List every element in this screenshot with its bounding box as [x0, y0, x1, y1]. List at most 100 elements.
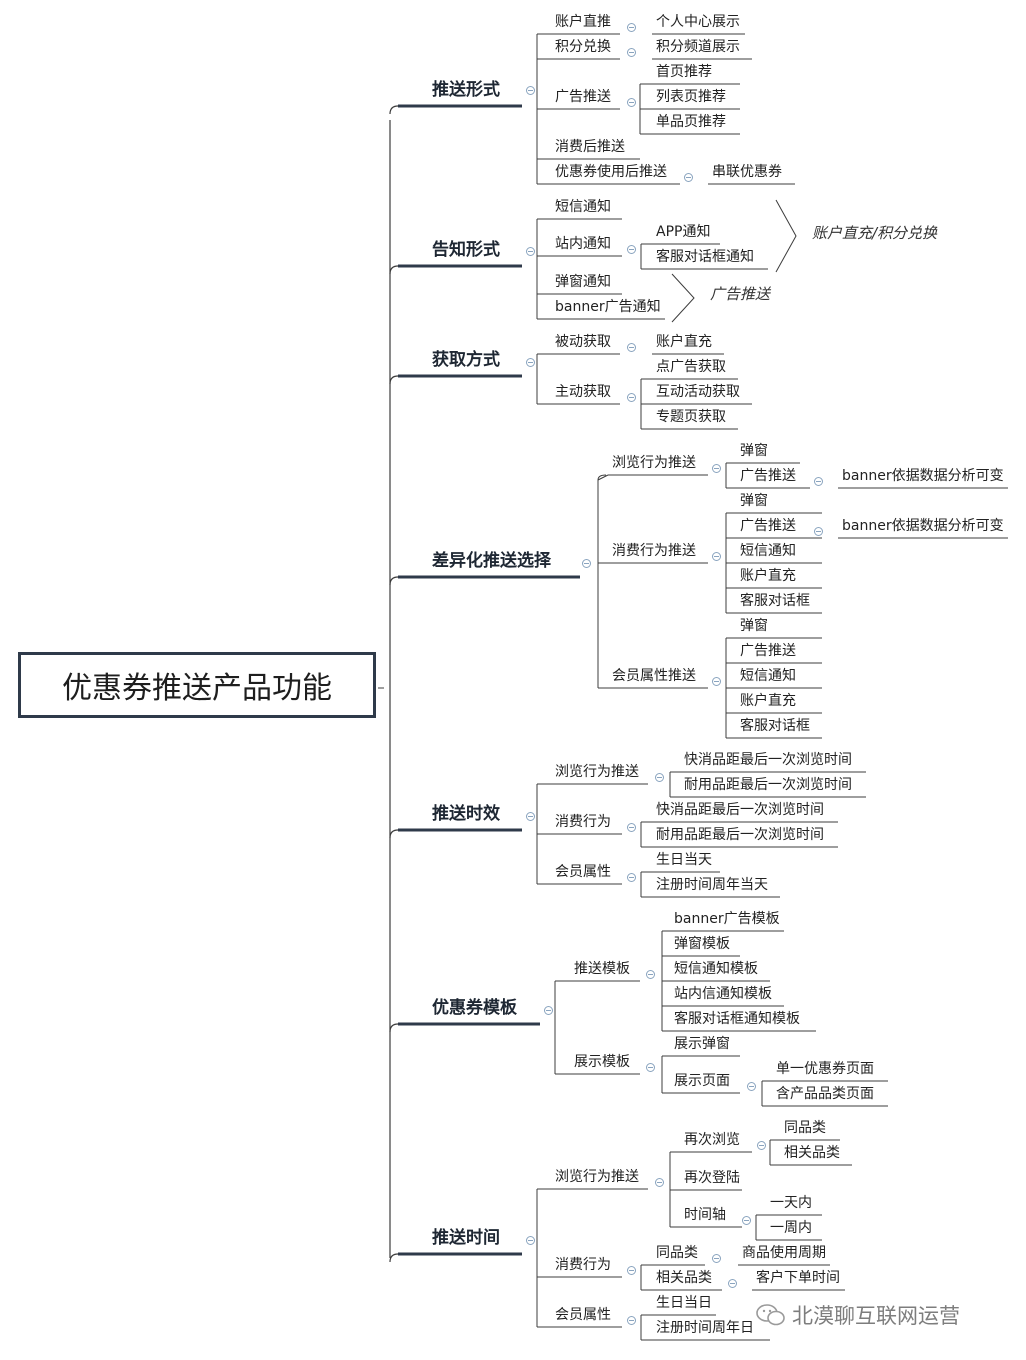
- s0-item-3[interactable]: 消费后推送: [555, 139, 625, 155]
- collapse-icon[interactable]: [813, 476, 823, 486]
- s5-g1-gc1[interactable]: 含产品品类页面: [776, 1086, 874, 1102]
- collapse-icon[interactable]: [525, 246, 535, 256]
- s1-note-1[interactable]: 广告推送: [710, 285, 771, 303]
- collapse-icon[interactable]: [711, 1253, 721, 1263]
- collapse-icon[interactable]: [525, 357, 535, 367]
- s3-g0-c0[interactable]: 弹窗: [740, 443, 768, 459]
- s6-g2-c0[interactable]: 生日当日: [656, 1295, 712, 1311]
- collapse-icon[interactable]: [756, 1140, 766, 1150]
- s3-g1-c3[interactable]: 账户直充: [740, 568, 796, 584]
- s4-item-1[interactable]: 消费行为: [555, 814, 611, 830]
- s2-item-1-child-2[interactable]: 专题页获取: [656, 409, 726, 425]
- collapse-icon[interactable]: [626, 342, 636, 352]
- collapse-icon[interactable]: [581, 558, 591, 568]
- s4-g1-c0[interactable]: 快消品距最后一次浏览时间: [656, 802, 824, 818]
- s0-item-4-child[interactable]: 串联优惠券: [712, 164, 782, 180]
- s6-g0-c2[interactable]: 时间轴: [684, 1207, 726, 1223]
- s0-item-1-child[interactable]: 积分频道展示: [656, 39, 740, 55]
- section-title-0[interactable]: 推送形式: [432, 80, 500, 100]
- s3-g0-gc[interactable]: banner依据数据分析可变: [842, 468, 1004, 484]
- s5-item-0[interactable]: 推送模板: [574, 961, 630, 977]
- collapse-icon[interactable]: [711, 463, 721, 473]
- s5-g1-c1[interactable]: 展示页面: [674, 1073, 730, 1089]
- root-node[interactable]: 优惠券推送产品功能: [18, 652, 376, 718]
- s2-item-0-child[interactable]: 账户直充: [656, 334, 712, 350]
- s1-note-0[interactable]: 账户直充/积分兑换: [812, 224, 938, 242]
- collapse-icon[interactable]: [645, 1062, 655, 1072]
- collapse-icon[interactable]: [626, 97, 636, 107]
- s6-g0-bs0[interactable]: 同品类: [784, 1120, 826, 1136]
- s2-item-0[interactable]: 被动获取: [555, 334, 611, 350]
- s3-g2-c0[interactable]: 弹窗: [740, 618, 768, 634]
- s4-item-2[interactable]: 会员属性: [555, 864, 611, 880]
- s3-item-0[interactable]: 浏览行为推送: [612, 455, 696, 471]
- collapse-icon[interactable]: [654, 1177, 664, 1187]
- collapse-icon[interactable]: [525, 1235, 535, 1245]
- section-title-5[interactable]: 优惠券模板: [432, 998, 517, 1018]
- collapse-icon[interactable]: [683, 172, 693, 182]
- section-title-3[interactable]: 差异化推送选择: [432, 551, 551, 571]
- s3-g1-c1[interactable]: 广告推送: [740, 518, 796, 534]
- s0-item-2-child-2[interactable]: 单品页推荐: [656, 114, 726, 130]
- s0-item-2-child-1[interactable]: 列表页推荐: [656, 89, 726, 105]
- s1-item-3[interactable]: banner广告通知: [555, 299, 661, 315]
- collapse-icon[interactable]: [813, 526, 823, 536]
- s4-g2-c0[interactable]: 生日当天: [656, 852, 712, 868]
- collapse-icon[interactable]: [626, 1315, 636, 1325]
- s0-item-2-child-0[interactable]: 首页推荐: [656, 64, 712, 80]
- s4-item-0[interactable]: 浏览行为推送: [555, 764, 639, 780]
- collapse-icon[interactable]: [727, 1278, 737, 1288]
- s2-item-1-child-0[interactable]: 点广告获取: [656, 359, 726, 375]
- collapse-icon[interactable]: [711, 676, 721, 686]
- collapse-icon[interactable]: [654, 772, 664, 782]
- s6-item-0[interactable]: 浏览行为推送: [555, 1169, 639, 1185]
- s6-g2-c1[interactable]: 注册时间周年日: [656, 1320, 754, 1336]
- s3-g1-c4[interactable]: 客服对话框: [740, 593, 810, 609]
- s6-item-1[interactable]: 消费行为: [555, 1257, 611, 1273]
- s6-g0-c0[interactable]: 再次浏览: [684, 1132, 740, 1148]
- s1-item-1[interactable]: 站内通知: [555, 236, 611, 252]
- s6-g0-c1[interactable]: 再次登陆: [684, 1170, 740, 1186]
- collapse-icon[interactable]: [746, 1081, 756, 1091]
- s3-g0-c1[interactable]: 广告推送: [740, 468, 796, 484]
- s5-g0-c4[interactable]: 客服对话框通知模板: [674, 1011, 800, 1027]
- s3-item-1[interactable]: 消费行为推送: [612, 543, 696, 559]
- section-title-1[interactable]: 告知形式: [432, 240, 500, 260]
- collapse-icon[interactable]: [626, 1265, 636, 1275]
- collapse-icon[interactable]: [525, 811, 535, 821]
- s1-item-1-child-1[interactable]: 客服对话框通知: [656, 249, 754, 265]
- s3-g1-c0[interactable]: 弹窗: [740, 493, 768, 509]
- s3-g2-c1[interactable]: 广告推送: [740, 643, 796, 659]
- s4-g0-c1[interactable]: 耐用品距最后一次浏览时间: [684, 777, 852, 793]
- s5-g0-c2[interactable]: 短信通知模板: [674, 961, 758, 977]
- s2-item-1[interactable]: 主动获取: [555, 384, 611, 400]
- s0-item-0[interactable]: 账户直推: [555, 14, 611, 30]
- s0-item-2[interactable]: 广告推送: [555, 89, 611, 105]
- collapse-icon[interactable]: [525, 85, 535, 95]
- s0-item-4[interactable]: 优惠券使用后推送: [555, 164, 667, 180]
- s5-g0-c0[interactable]: banner广告模板: [674, 911, 780, 927]
- collapse-icon[interactable]: [626, 872, 636, 882]
- collapse-icon[interactable]: [741, 1215, 751, 1225]
- s6-g1-c1[interactable]: 相关品类: [656, 1270, 712, 1286]
- s0-item-0-child[interactable]: 个人中心展示: [656, 14, 740, 30]
- collapse-icon[interactable]: [543, 1005, 553, 1015]
- s5-item-1[interactable]: 展示模板: [574, 1054, 630, 1070]
- s4-g0-c0[interactable]: 快消品距最后一次浏览时间: [684, 752, 852, 768]
- collapse-icon[interactable]: [626, 22, 636, 32]
- s5-g0-c3[interactable]: 站内信通知模板: [674, 986, 772, 1002]
- s3-g2-c3[interactable]: 账户直充: [740, 693, 796, 709]
- collapse-icon[interactable]: [711, 551, 721, 561]
- s6-g0-bs1[interactable]: 相关品类: [784, 1145, 840, 1161]
- s6-g1-c0[interactable]: 同品类: [656, 1245, 698, 1261]
- s2-item-1-child-1[interactable]: 互动活动获取: [656, 384, 740, 400]
- section-title-2[interactable]: 获取方式: [432, 350, 500, 370]
- collapse-icon[interactable]: [626, 822, 636, 832]
- s6-g1-gc0[interactable]: 商品使用周期: [742, 1245, 826, 1261]
- s3-item-2[interactable]: 会员属性推送: [612, 668, 696, 684]
- section-title-6[interactable]: 推送时间: [432, 1228, 500, 1248]
- s6-g1-gc1[interactable]: 客户下单时间: [756, 1270, 840, 1286]
- s6-g0-ts1[interactable]: 一周内: [770, 1220, 812, 1236]
- collapse-icon[interactable]: [626, 244, 636, 254]
- s3-g2-c2[interactable]: 短信通知: [740, 668, 796, 684]
